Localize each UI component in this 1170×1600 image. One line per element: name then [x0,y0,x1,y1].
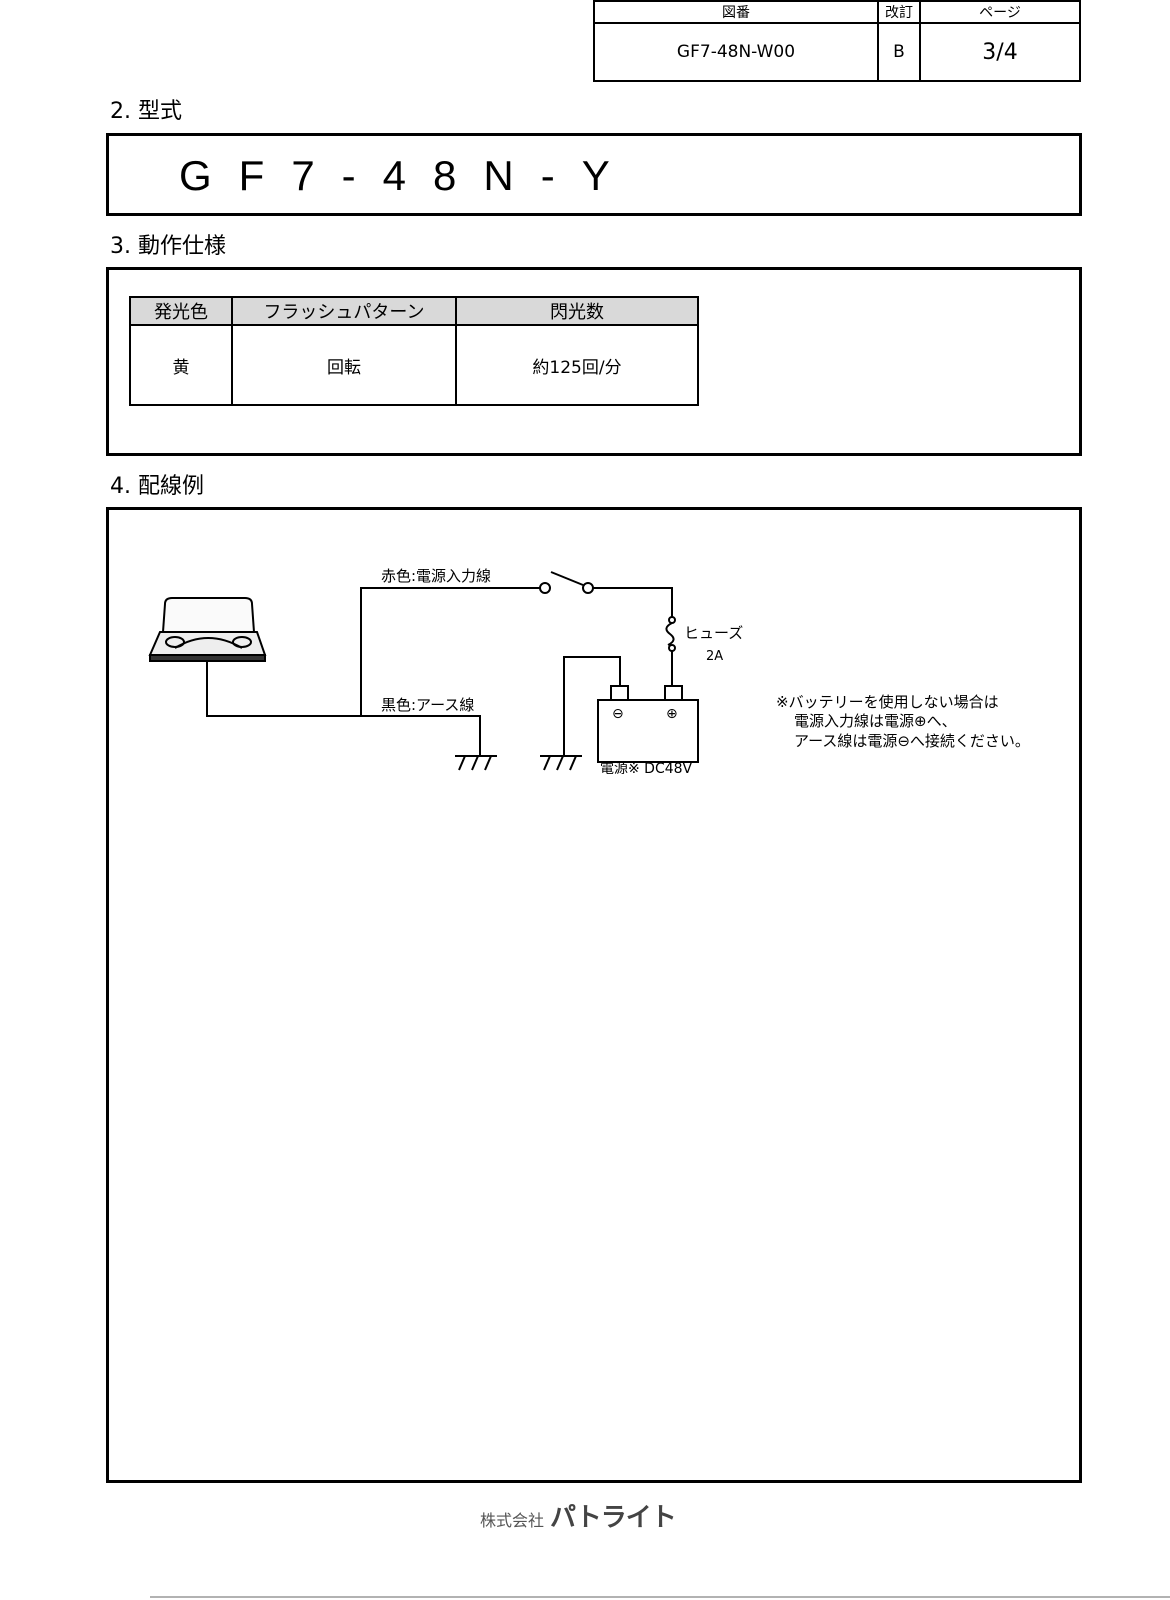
black-wire-label: 黒色:アース線 [381,696,474,714]
company-brand: パトライト [550,1503,677,1533]
cell-color: 黄 [129,324,233,406]
page-number: 3/4 [919,22,1081,82]
fuse-rating: 2A [706,649,723,664]
model-name: GF7-48N-Y [179,152,637,199]
revision: B [877,22,921,82]
wiring-box [106,507,1082,1483]
drawing-no-header: 図番 [593,0,879,24]
ground-icon [540,755,582,771]
cell-flash-count: 約125回/分 [455,324,699,406]
wiring-heading: 4. 配線例 [110,474,204,499]
minus-symbol: ⊖ [612,706,624,722]
switch-contact [539,582,551,594]
company-prefix: 株式会社 [480,1511,545,1530]
cell-pattern: 回転 [231,324,457,406]
red-wire-label: 赤色:電源入力線 [381,567,491,585]
page-header: ページ [919,0,1081,24]
model-box: GF7-48N-Y [106,133,1082,216]
fuse-label: ヒューズ [684,624,743,642]
red-power-wire [360,587,540,716]
col-header-flash-count: 閃光数 [455,296,699,326]
model-heading: 2. 型式 [110,99,182,124]
ground-icon [455,755,497,771]
note-line-1: ※バッテリーを使用しない場合は [776,693,999,711]
switch-lever [550,571,584,586]
note-line-2: 電源入力線は電源⊕へ、 [794,712,957,730]
company-logo: 株式会社パトライト [480,1497,677,1534]
spec-heading: 3. 動作仕様 [110,234,226,259]
note-line-3: アース線は電源⊖へ接続ください。 [794,732,1030,750]
plus-symbol: ⊕ [666,706,678,722]
revision-header: 改訂 [877,0,921,24]
spec-box: 発光色 フラッシュパターン 閃光数 黄 回転 約125回/分 [106,267,1082,456]
spec-table: 発光色 フラッシュパターン 閃光数 黄 回転 約125回/分 [129,296,699,406]
black-ground-wire [206,661,481,756]
col-header-color: 発光色 [129,296,233,326]
beacon-lamp-icon [148,597,267,662]
fuse-icon [665,616,676,652]
col-header-pattern: フラッシュパターン [231,296,457,326]
title-block: 図番 改訂 ページ GF7-48N-W00 B 3/4 [593,0,1081,82]
drawing-no: GF7-48N-W00 [593,22,879,82]
battery-icon [597,685,699,763]
power-label: 電源※ DC48V [600,761,693,777]
switch-contact [582,582,594,594]
